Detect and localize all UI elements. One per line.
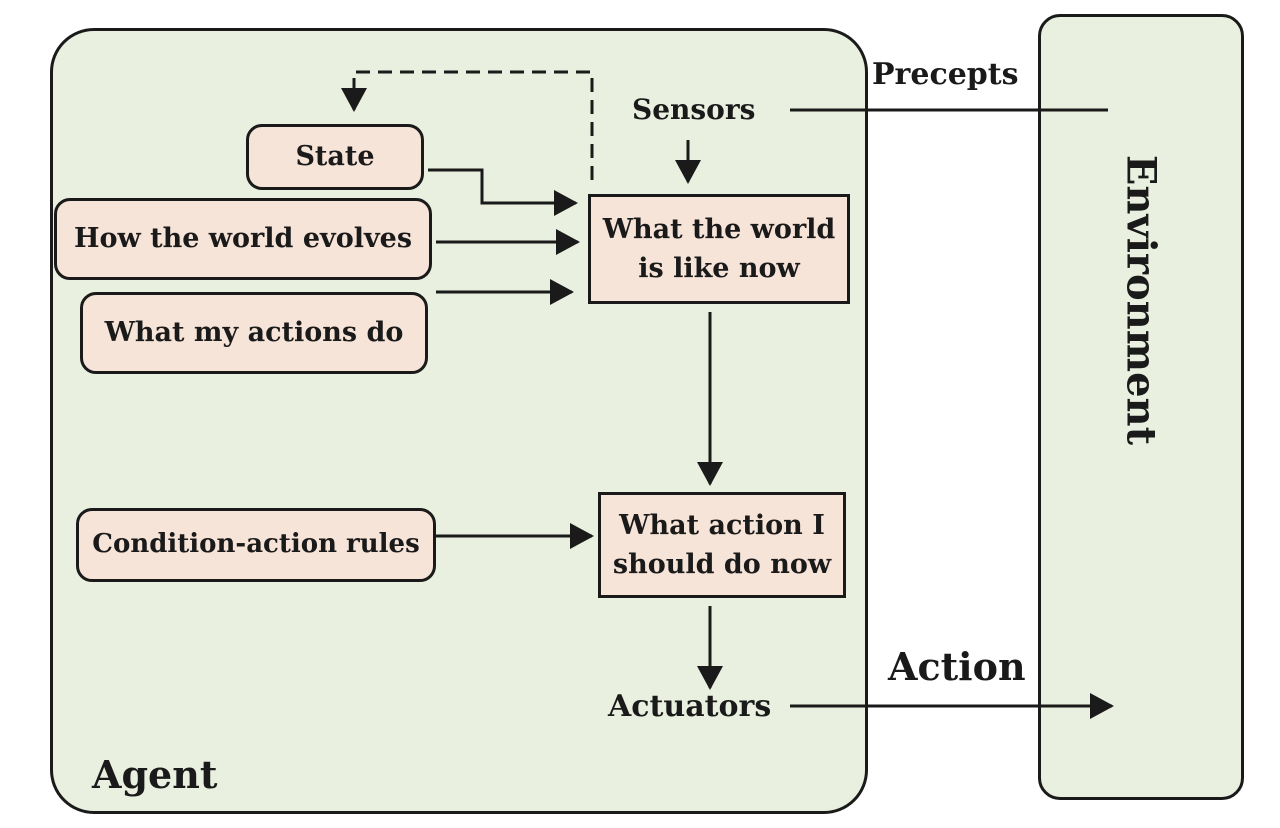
action-now-line1: What action I bbox=[619, 509, 825, 541]
sensors-label: Sensors bbox=[632, 93, 756, 126]
what-my-actions-do-label: What my actions do bbox=[104, 317, 404, 349]
actuators-label: Actuators bbox=[608, 689, 772, 724]
how-world-evolves-box: How the world evolves bbox=[54, 198, 432, 280]
agent-panel bbox=[50, 28, 868, 814]
action-label: Action bbox=[888, 644, 1026, 689]
what-my-actions-do-box: What my actions do bbox=[80, 292, 428, 374]
environment-panel bbox=[1038, 14, 1244, 800]
condition-action-rules-box: Condition-action rules bbox=[76, 508, 436, 582]
action-now-line2: should do now bbox=[612, 549, 832, 580]
environment-label: Environment bbox=[1117, 154, 1165, 446]
precepts-label: Precepts bbox=[872, 57, 1019, 92]
how-world-evolves-label: How the world evolves bbox=[73, 223, 413, 255]
feedback-dashed-arrow bbox=[341, 70, 594, 180]
world-now-line2: is like now bbox=[638, 253, 800, 284]
state-box: State bbox=[246, 124, 424, 190]
state-to-world-arrow bbox=[428, 168, 578, 216]
agent-label: Agent bbox=[92, 752, 218, 797]
state-box-label: State bbox=[295, 141, 375, 173]
world-now-box: What the world is like now bbox=[588, 194, 850, 304]
condition-action-rules-label: Condition-action rules bbox=[92, 529, 420, 560]
world-now-line1: What the world bbox=[602, 213, 836, 245]
action-now-box: What action I should do now bbox=[598, 492, 846, 598]
